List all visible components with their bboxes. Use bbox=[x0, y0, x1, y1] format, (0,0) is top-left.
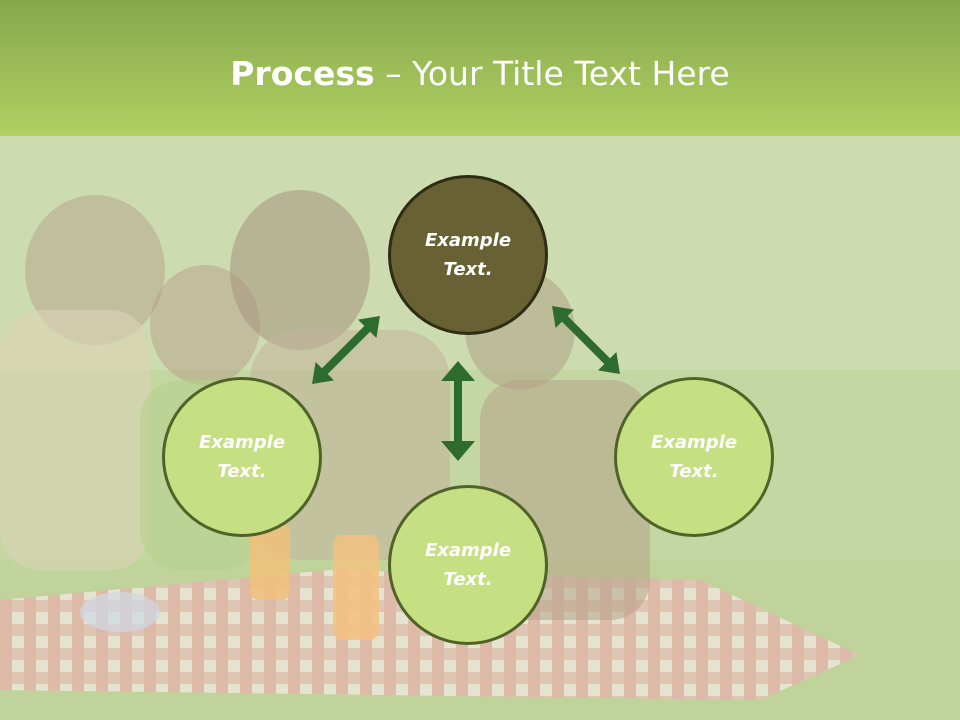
title-bold-text: Process bbox=[230, 54, 375, 93]
node-bottom: Example Text. bbox=[388, 485, 548, 645]
node-left: Example Text. bbox=[162, 377, 322, 537]
node-top-label: Example Text. bbox=[424, 230, 512, 280]
arrow-top-left bbox=[312, 316, 380, 384]
title-separator: – bbox=[374, 54, 413, 93]
title-rest-text: Your Title Text Here bbox=[412, 54, 730, 93]
arrow-top-bottom bbox=[441, 361, 475, 461]
slide-title: Process – Your Title Text Here bbox=[0, 52, 960, 96]
title-bar: Process – Your Title Text Here bbox=[0, 0, 960, 136]
node-right-label: Example Text. bbox=[650, 432, 738, 482]
node-right: Example Text. bbox=[614, 377, 774, 537]
node-bottom-label: Example Text. bbox=[424, 540, 512, 590]
arrow-top-right bbox=[552, 306, 620, 374]
node-top: Example Text. bbox=[388, 175, 548, 335]
node-left-label: Example Text. bbox=[198, 432, 286, 482]
